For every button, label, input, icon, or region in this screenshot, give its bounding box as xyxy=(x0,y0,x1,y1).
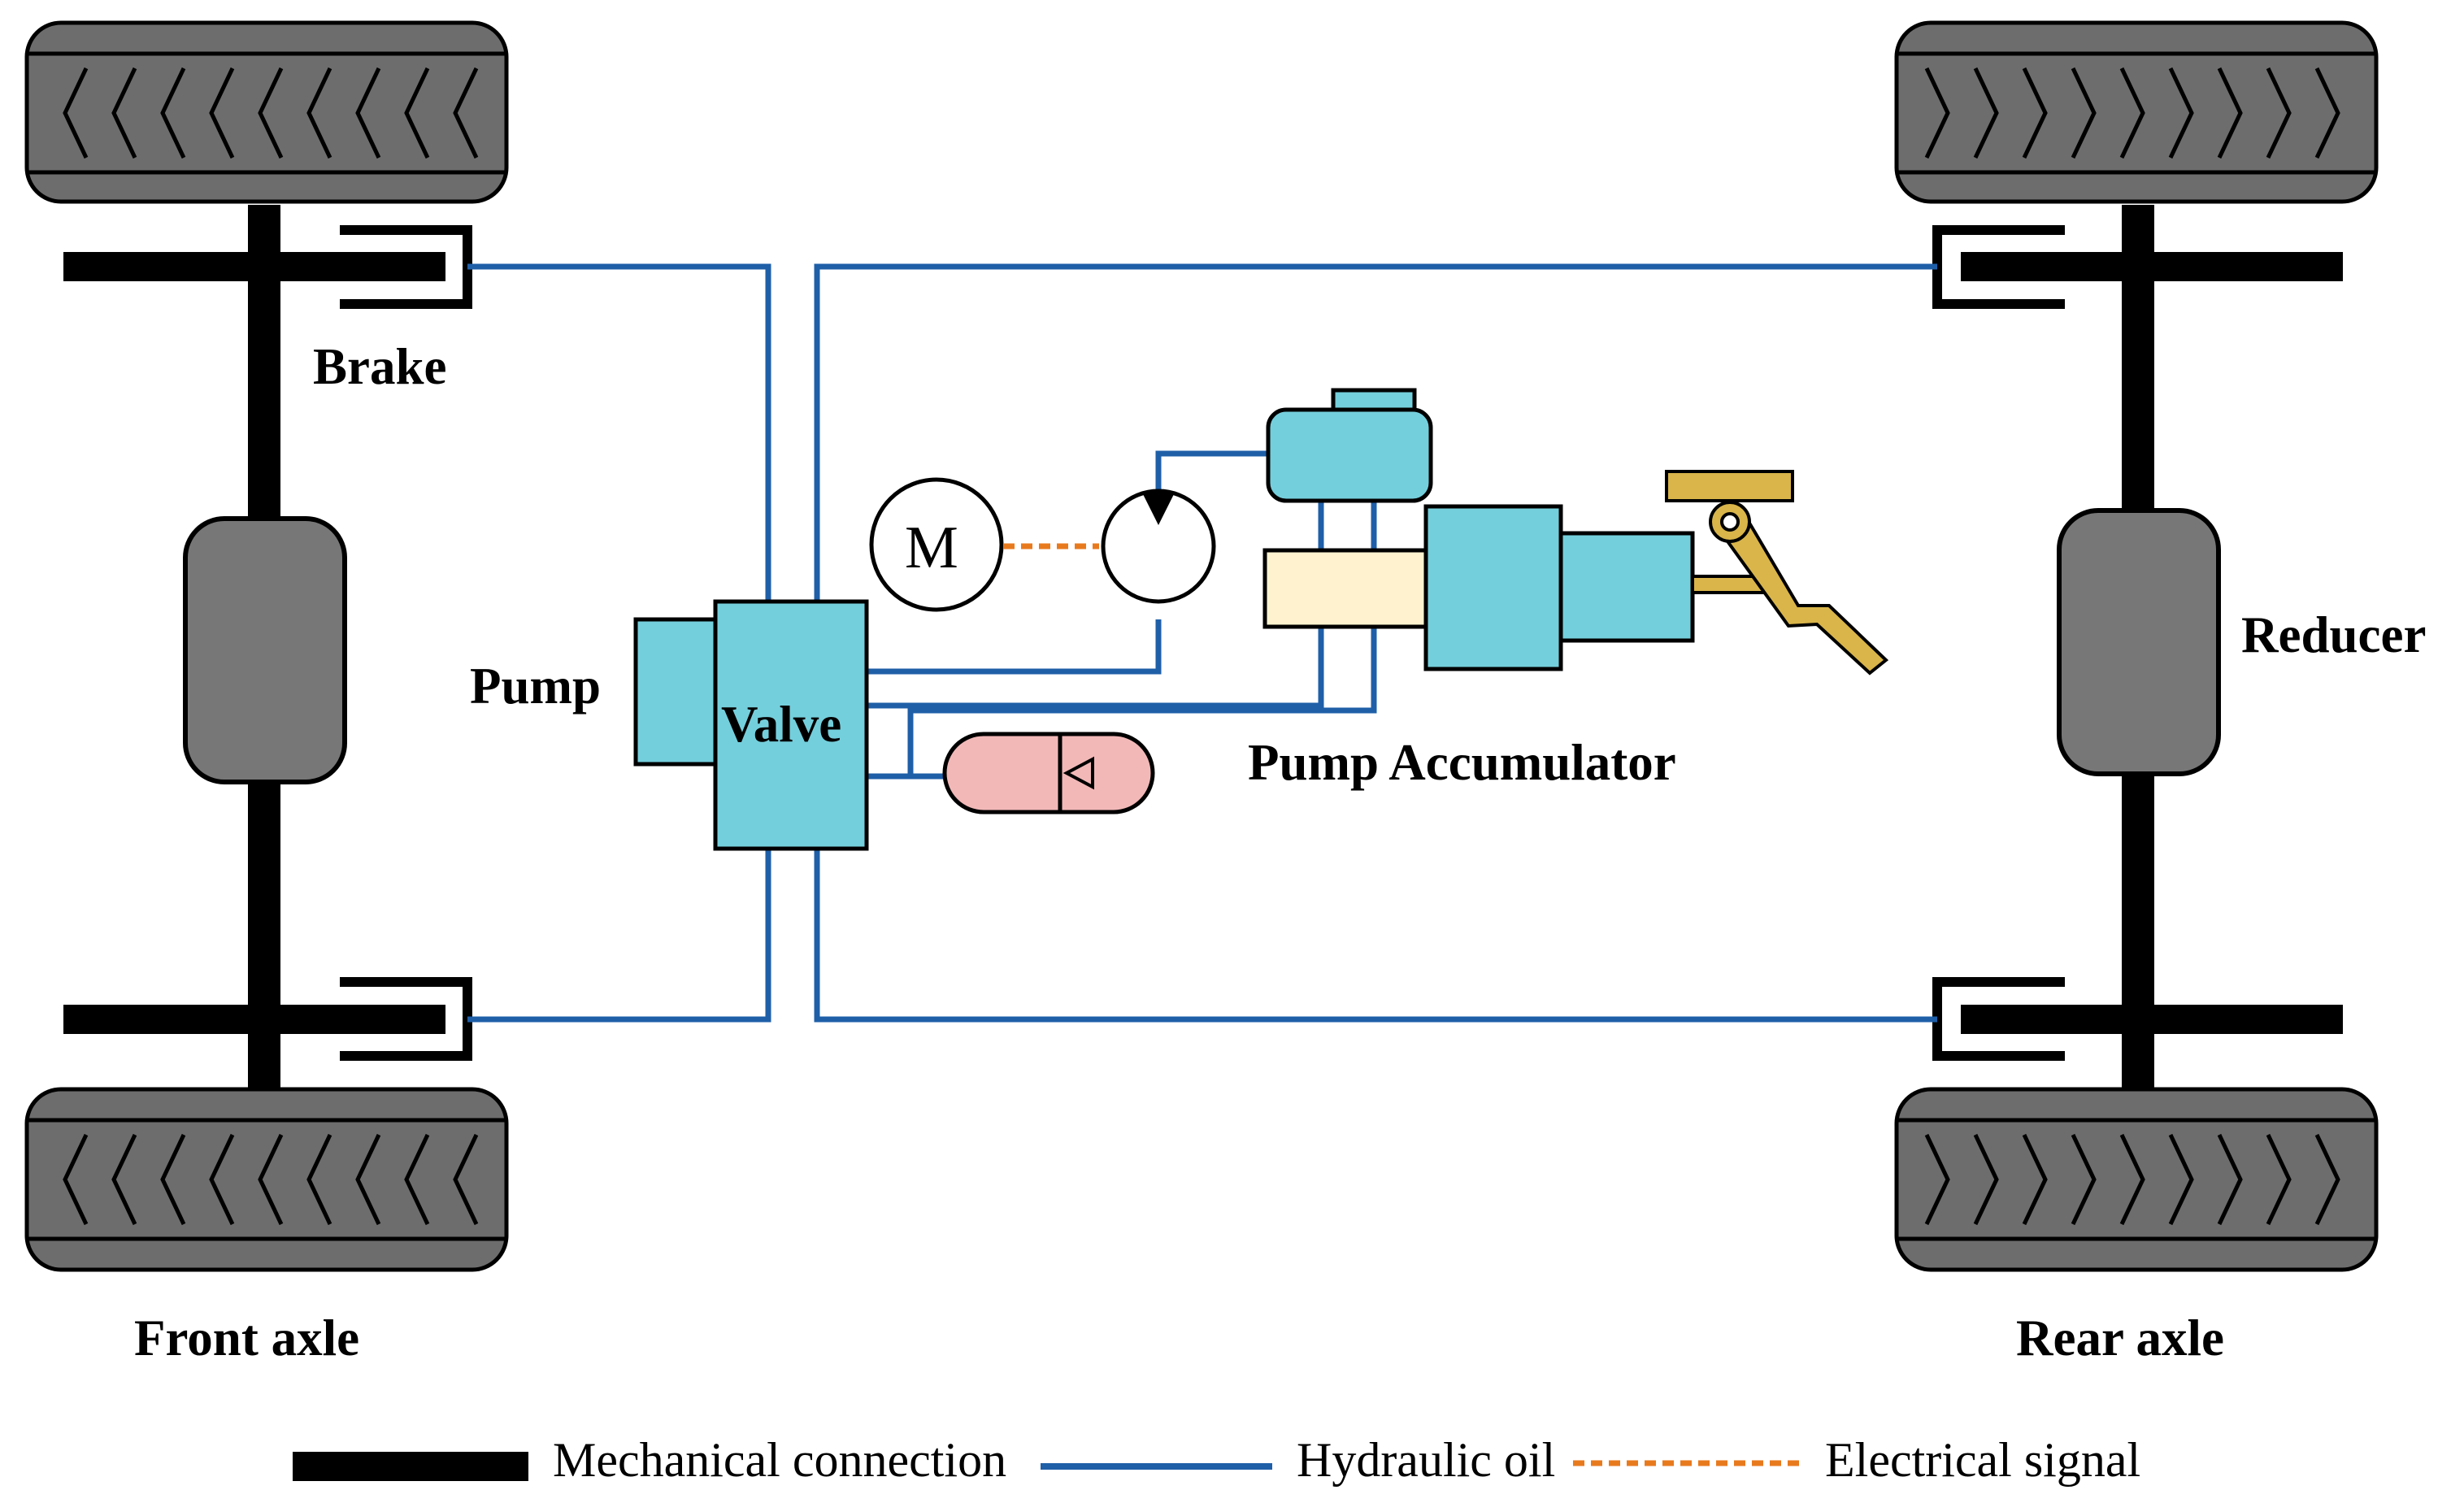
rear-lower-brake-bar xyxy=(1961,1005,2343,1034)
accumulator xyxy=(942,732,1155,814)
hyd-front-upper xyxy=(467,263,771,602)
pump-accumulator-label: Pump Accumulator xyxy=(1248,734,1676,791)
pump-label: Pump xyxy=(470,658,602,715)
valve-label: Valve xyxy=(721,696,842,753)
tire-rear-lower xyxy=(1894,1087,2379,1272)
legend-mechanical-sample xyxy=(293,1452,528,1481)
hydraulic-lines xyxy=(467,263,1937,1023)
front-axle-label: Front axle xyxy=(134,1310,360,1366)
rear-axle-label: Rear axle xyxy=(2016,1310,2224,1366)
reducer xyxy=(2057,508,2221,776)
hyd-valve-to-master-2 xyxy=(907,628,1377,776)
hyd-front-lower xyxy=(467,847,771,1023)
brake-pedal xyxy=(1665,470,1889,675)
motor-label: M xyxy=(905,515,958,581)
tire-front-lower xyxy=(24,1087,509,1272)
motor-symbol xyxy=(869,477,1004,612)
hyd-valve-to-master xyxy=(866,628,1324,709)
pedal-actuator xyxy=(1558,531,1695,643)
brake-calipers xyxy=(340,225,2065,1061)
tire-rear-upper xyxy=(1894,20,2379,204)
brake-label: Brake xyxy=(313,338,447,395)
hyd-pump-to-reservoir xyxy=(1155,450,1268,497)
legend-hydraulic-label: Hydraulic oil xyxy=(1297,1433,1556,1487)
front-lower-brake-bar xyxy=(63,1005,445,1034)
valve-block xyxy=(713,599,869,851)
master-cylinder xyxy=(1262,548,1428,629)
legend-mechanical-label: Mechanical connection xyxy=(553,1433,1007,1487)
pump-block xyxy=(633,617,719,767)
hydraulic-pump-symbol xyxy=(1101,489,1216,604)
front-differential xyxy=(183,516,347,784)
hyd-rear-lower xyxy=(814,847,1937,1023)
tire-front-upper xyxy=(24,20,509,204)
rear-upper-brake-bar xyxy=(1961,252,2343,281)
reservoir xyxy=(1266,407,1433,503)
reducer-label: Reducer xyxy=(2241,606,2427,663)
legend-electrical-label: Electrical signal xyxy=(1825,1433,2141,1487)
front-upper-brake-bar xyxy=(63,252,445,281)
hyd-valve-to-pump xyxy=(866,619,1162,675)
brake-booster xyxy=(1423,504,1563,671)
hyd-rear-upper xyxy=(814,263,1937,602)
